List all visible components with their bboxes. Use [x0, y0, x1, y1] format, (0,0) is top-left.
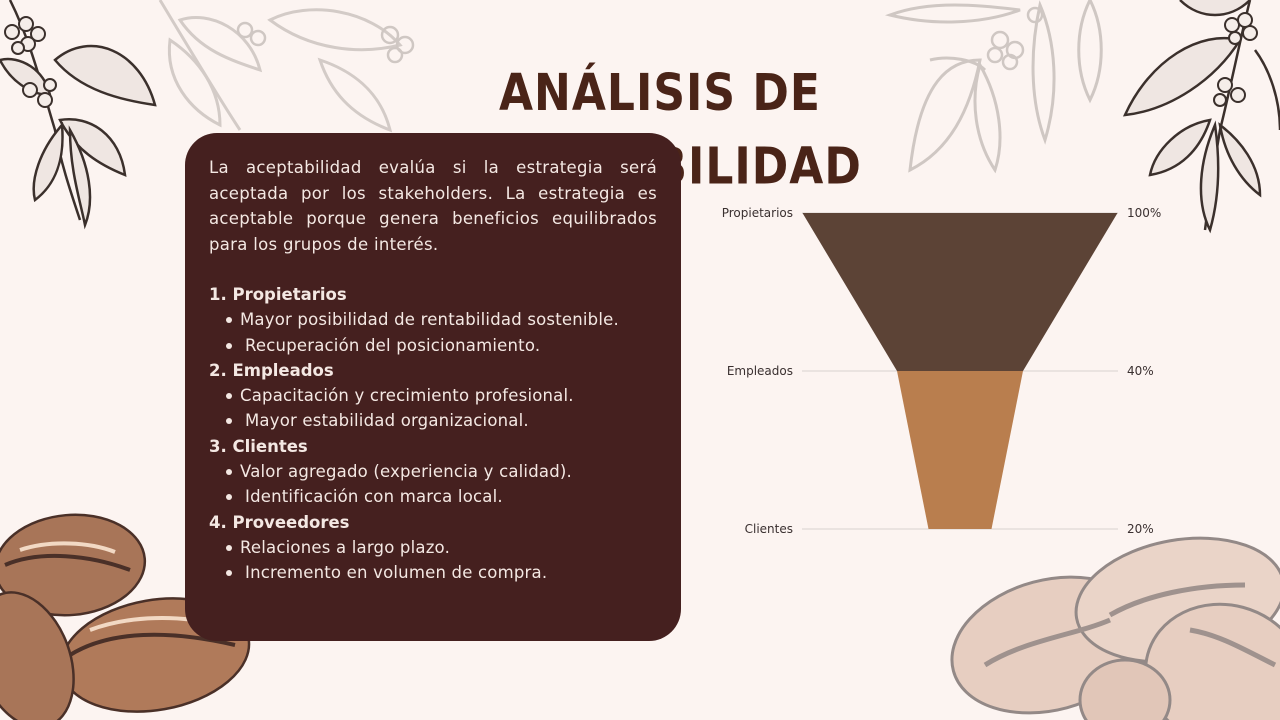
- stakeholder-groups: 1. Propietarios Mayor posibilidad de ren…: [209, 282, 657, 586]
- group-proveedores: 4. Proveedores Relaciones a largo plazo.…: [209, 510, 657, 586]
- bullet-item: Mayor posibilidad de rentabilidad sosten…: [209, 307, 657, 332]
- group-empleados: 2. Empleados Capacitación y crecimiento …: [209, 358, 657, 434]
- acceptability-card: La aceptabilidad evalúa si la estrategia…: [185, 133, 681, 641]
- group-propietarios: 1. Propietarios Mayor posibilidad de ren…: [209, 282, 657, 358]
- bullet-item: Recuperación del posicionamiento.: [209, 333, 657, 358]
- slide-title: Análisis de aceptabilidad: [458, 64, 861, 196]
- bullet-list: Valor agregado (experiencia y calidad). …: [209, 459, 657, 510]
- group-heading: 4. Proveedores: [209, 512, 350, 532]
- bullet-list: Mayor posibilidad de rentabilidad sosten…: [209, 307, 657, 358]
- bullet-item: Identificación con marca local.: [209, 484, 657, 509]
- bullet-item: Mayor estabilidad organizacional.: [209, 408, 657, 433]
- group-heading: 2. Empleados: [209, 360, 334, 380]
- funnel-segment-empleados: [897, 371, 1023, 529]
- bullet-item: Relaciones a largo plazo.: [209, 535, 657, 560]
- funnel-value-label: 100%: [1127, 206, 1162, 220]
- bullet-item: Capacitación y crecimiento profesional.: [209, 383, 657, 408]
- funnel-label-left: Propietarios: [721, 206, 793, 220]
- bullet-item: Valor agregado (experiencia y calidad).: [209, 459, 657, 484]
- funnel-chart: Propietarios Empleados Clientes 100% 40%…: [700, 190, 1180, 550]
- bullet-list: Capacitación y crecimiento profesional. …: [209, 383, 657, 434]
- funnel-segment-propietarios: [802, 213, 1118, 371]
- funnel-value-label: 40%: [1127, 364, 1154, 378]
- bullet-item: Incremento en volumen de compra.: [209, 560, 657, 585]
- coffee-branch-top-faded-illustration: [158, 0, 415, 133]
- funnel-label-left: Empleados: [726, 364, 793, 378]
- group-heading: 3. Clientes: [209, 436, 308, 456]
- funnel-value-label: 20%: [1127, 522, 1154, 536]
- funnel-label-left: Clientes: [744, 522, 793, 536]
- coffee-beans-bottom-right-illustration: [950, 536, 1280, 720]
- coffee-branch-top-left-illustration: [0, 0, 157, 230]
- intro-paragraph: La aceptabilidad evalúa si la estrategia…: [209, 158, 657, 254]
- group-heading: 1. Propietarios: [209, 285, 347, 304]
- group-clientes: 3. Clientes Valor agregado (experiencia …: [209, 434, 657, 510]
- funnel-plot: [802, 212, 1118, 530]
- bullet-list: Relaciones a largo plazo. Incremento en …: [209, 535, 657, 586]
